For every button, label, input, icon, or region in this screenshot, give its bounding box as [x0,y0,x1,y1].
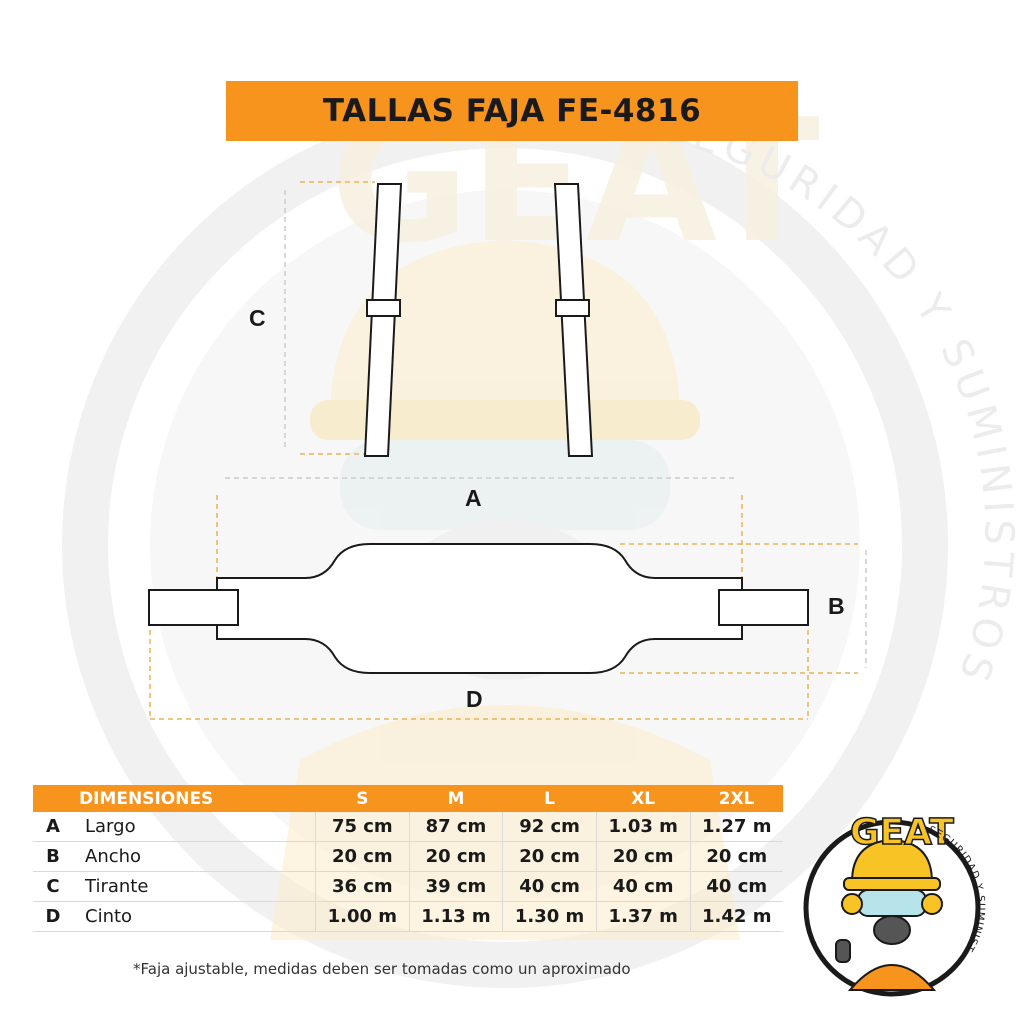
row-value: 20 cm [408,841,503,872]
left-belt-tab [148,589,239,626]
row-value: 20 cm [595,841,690,872]
footnote: *Faja ajustable, medidas deben ser tomad… [133,960,631,978]
row-value: 92 cm [502,812,597,842]
row-value: 1.27 m [689,812,783,842]
label-b: B [828,593,845,619]
row-value: 1.13 m [408,901,503,932]
row-value: 39 cm [408,871,503,902]
row-value: 36 cm [315,871,410,902]
table-row: D Cinto 1.00 m 1.13 m 1.30 m 1.37 m 1.42… [33,901,783,932]
row-value: 40 cm [595,871,690,902]
row-letter: D [33,901,73,932]
table-row: A Largo 75 cm 87 cm 92 cm 1.03 m 1.27 m [33,812,783,842]
belt-body [216,543,743,674]
label-a: A [465,485,482,511]
left-strap-buckle [366,299,401,317]
table-header-size: L [502,785,597,812]
table-header-dimensions: DIMENSIONES [73,785,316,812]
row-name: Ancho [73,841,316,872]
row-letter: C [33,871,73,902]
row-value: 40 cm [502,871,597,902]
row-value: 87 cm [408,812,503,842]
right-strap [553,183,594,457]
row-name: Largo [73,812,316,842]
table-header-size: M [409,785,503,812]
logo-brand: GEAT [850,812,954,853]
left-strap [363,183,403,457]
geat-logo: GEAT SEGURIDAD Y SUMINISTROS [800,800,985,997]
label-d: D [466,686,483,712]
row-value: 1.03 m [595,812,690,842]
title-banner: TALLAS FAJA FE-4816 [226,81,798,141]
table-header-size: 2XL [690,785,783,812]
row-value: 20 cm [315,841,410,872]
row-value: 20 cm [689,841,783,872]
row-value: 75 cm [315,812,410,842]
right-strap-buckle [555,299,590,317]
table-row: C Tirante 36 cm 39 cm 40 cm 40 cm 40 cm [33,871,783,902]
right-belt-tab [718,589,809,626]
row-name: Cinto [73,901,316,932]
row-letter: A [33,812,73,842]
row-value: 1.37 m [595,901,690,932]
table-header-row: DIMENSIONES S M L XL 2XL [33,785,783,812]
row-letter: B [33,841,73,872]
page-title: TALLAS FAJA FE-4816 [322,93,702,129]
label-c: C [249,305,266,331]
row-value: 40 cm [689,871,783,902]
size-table: DIMENSIONES S M L XL 2XL A Largo 75 cm 8… [33,785,783,932]
table-header-size: S [315,785,410,812]
row-value: 1.42 m [689,901,783,932]
table-row: B Ancho 20 cm 20 cm 20 cm 20 cm 20 cm [33,841,783,872]
row-value: 1.30 m [502,901,597,932]
row-value: 20 cm [502,841,597,872]
row-name: Tirante [73,871,316,902]
table-header-letter [33,785,73,812]
table-header-size: XL [596,785,690,812]
row-value: 1.00 m [315,901,410,932]
